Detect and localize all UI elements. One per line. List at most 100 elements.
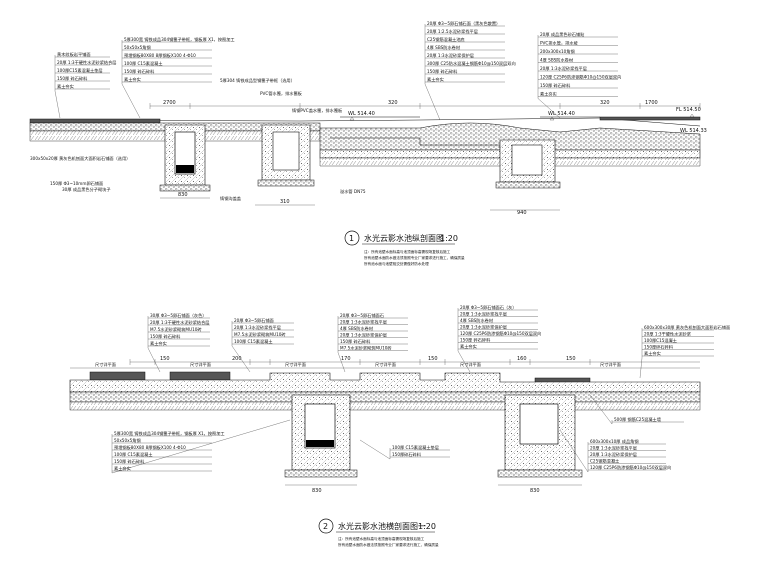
s2-a-label-2: M7.5水泥砂浆砌筑MU10砖: [150, 326, 202, 333]
labels-a-stack: 30厚 Φ3~5卵石铺面（灰色）20厚 1:3干硬性水泥砂浆结合层M7.5水泥砂…: [147, 312, 210, 373]
span-6: 尺寸详平面: [600, 361, 621, 368]
s1-ra-label-7: 素土夯实: [427, 76, 444, 83]
s2-a-label-4: 素土夯实: [150, 340, 167, 347]
pebble-layer-pool: [319, 122, 701, 151]
s2-b-label-0: 20厚 Φ3~5卵石铺面: [234, 317, 274, 324]
s2-d-label-0: 20厚 Φ3~5卵石铺面石（灰）: [460, 304, 516, 311]
dim-6: 310: [280, 199, 290, 205]
s2-e-label-4: 素土夯实: [644, 350, 661, 357]
s1-ra-label-0: 20厚 Φ3~5卵石铺石面（黑灰色散置）: [427, 20, 500, 27]
dim2-1: 150: [160, 356, 170, 362]
s2-d-label-2: 4厚 SBS防水卷材: [460, 317, 493, 324]
section-2-note-1: 注：所有池壁水面标高与池顶面标高需现场复核后施工: [338, 536, 425, 541]
s1-left-label-2: 100厚C15素混凝土垫层: [57, 67, 103, 74]
s1-center-label-4: 150厚 碎石碎料: [124, 68, 155, 75]
s2-d-label-4: 120厚 C25P6防渗钢筋Φ10@150双层双向: [460, 330, 541, 337]
s2-d-label-5: 150厚 碎石碎料: [460, 337, 491, 344]
section-1-note-1: 注：所有池壁水面标高与池顶面标高需现场复核后施工: [364, 249, 451, 254]
s1-ra-label-3: 4厚 SBS防水卷材: [427, 44, 460, 51]
span-5: 尺寸详平面: [460, 361, 481, 368]
annotation-2: 铸钢PVC盖水篦，排水篦板: [292, 107, 343, 114]
dim2-7: 830: [312, 488, 322, 494]
s2-e-label-2: 100厚C15混凝土: [644, 337, 677, 344]
dim-5: 830: [178, 192, 188, 198]
dim2-6: 150: [566, 356, 576, 362]
s1-left-label-4: 素土夯实: [57, 83, 74, 90]
level-2: WL 514.40: [548, 111, 575, 117]
section-2-title: 水光云影水池横剖面图一: [338, 521, 426, 531]
annotation-6: 300x50x20厚 黄灰色机刨面大面积岩石铺面（选用）: [30, 155, 130, 162]
dim-7: 940: [517, 210, 527, 216]
s1-rb-label-6: 150厚 碎石碎料: [540, 82, 571, 89]
s2-b-label-1: 20厚 1:3水泥砂浆找平层: [234, 324, 281, 331]
dim2-5: 160: [517, 356, 527, 362]
s2-c-label-0: 20厚 Φ3~5卵石铺面石: [340, 312, 384, 319]
annotation-1: 5厚304 铸铁成品型钢篦子带框（选用）: [220, 77, 295, 84]
level-4: WL 514.33: [680, 128, 707, 134]
s2-b-label-2: M7.5水泥砂浆砌筑MU10砖: [234, 331, 286, 338]
gravel-layer-2: [69, 391, 701, 403]
section-2-number: 2: [323, 522, 328, 531]
s1-rb-label-2: 200x300x10角钢: [540, 48, 575, 55]
dim-4: 320: [600, 100, 610, 106]
dim2-8: 830: [530, 488, 540, 494]
s1-left-label-0: 黄木纹板岩平铺面: [57, 51, 91, 58]
dim-3: 1700: [645, 100, 658, 106]
s2-bottom-label-0: 100厚 C15素混凝土垫层: [392, 444, 439, 451]
s1-center-label-0: 5厚300宽 铸铁成品304钢篦子带框，钢板厚 X1，按图加工: [124, 36, 235, 43]
s2-d-label-1: 20厚 1:3水泥砂浆找平层: [460, 311, 507, 318]
s2-bottom-label-1: 150厚碎石碎料: [392, 451, 422, 458]
s1-center-label-1: 50x50x5角钢: [124, 44, 151, 51]
s2-f-label-0: 500厚 钢筋C25混凝土墙: [614, 416, 661, 423]
level-3: FL 514.50: [676, 107, 701, 113]
soil-layer-2: [69, 401, 701, 411]
labels-center-stack: 5厚300宽 铸铁成品304钢篦子带框，钢板厚 X1，按图加工50x50x5角钢…: [121, 36, 235, 119]
s2-c-label-3: 20厚 1:3水泥砂浆保护层: [340, 332, 387, 339]
s1-left-label-1: 20厚 1:3干硬性水泥砂浆结合层: [57, 59, 116, 66]
s1-left-label-3: 150厚 碎石碎料: [57, 75, 88, 82]
s2-left-label-4: 150厚 碎石碎料: [114, 458, 145, 465]
section-2-scale: 1:20: [418, 522, 436, 531]
s1-rb-label-3: 4厚 SBS防水卷材: [540, 57, 573, 64]
s1-center-label-2: 预埋钢板80X80 8厚钢板X100 4-Φ10: [124, 52, 196, 59]
s2-left-label-0: 5厚300宽 铸铁成品304钢篦子带框，钢板厚 X1，按图加工: [114, 430, 225, 437]
s1-rb-label-4: 20厚 1:3水泥砂浆找平层: [540, 65, 587, 72]
s1-ra-label-2: C25钢筋混凝土池底: [427, 36, 465, 43]
s2-c-label-4: 150厚 碎石碎料: [340, 338, 371, 345]
s2-e-label-1: 20厚 1:3干硬性水泥砂浆: [644, 331, 692, 338]
s2-c-label-1: 20厚 1:3水泥砂浆找平层: [340, 319, 387, 326]
annotation-5: 铸钢沟盖盖: [220, 195, 241, 202]
annotation-3: PVC管水篦，排水篦板: [260, 90, 303, 97]
labels-f-stack: 500厚 钢筋C25混凝土墙: [589, 394, 684, 425]
section-1-note-3: 所有池水面与池壁相交处需做好防水处理: [364, 261, 429, 266]
s2-a-label-3: 150厚 碎石碎料: [150, 333, 181, 340]
span-3: 尺寸详平面: [285, 361, 306, 368]
span-4: 尺寸详平面: [375, 361, 396, 368]
s2-left-label-1: 50x50x5角钢: [114, 437, 141, 444]
section-1-longitudinal: 2700 320 1700 320 830 310 940 WL 514.40 …: [29, 20, 707, 266]
section-2-cross: 150 200 170 150 160 150 尺寸详平面 尺寸详平面 尺寸详平…: [69, 304, 730, 547]
s1-rb-label-5: 120厚 C25P6防渗钢筋Φ10@150双层双向: [540, 74, 621, 81]
dim2-4: 150: [428, 356, 438, 362]
section-1-note-2: 所有池壁水面防水做法须按照专业厂家要求进行施工，确保质量: [364, 255, 465, 260]
paving-block-1: [89, 371, 146, 381]
s1-ra-label-6: 150厚 碎石碎料: [427, 68, 458, 75]
s2-e-label-3: 150厚碎石碎料: [644, 344, 674, 351]
s1-ra-label-1: 20厚 1:2.5水泥砂浆找平层: [427, 28, 478, 35]
annotation-7: 150厚 Φ3~10mm卵石铺面: [50, 180, 103, 187]
s2-a-label-0: 30厚 Φ3~5卵石铺面（灰色）: [150, 312, 206, 319]
dim-1: 2700: [163, 100, 176, 106]
s2-b-label-3: 100厚 C15素混凝土: [234, 338, 273, 345]
upper-slab: [69, 372, 701, 393]
s2-left-label-2: 预埋钢板80X80 8厚钢板X100 4-Φ10: [114, 444, 186, 451]
paving-block-2: [169, 371, 231, 381]
